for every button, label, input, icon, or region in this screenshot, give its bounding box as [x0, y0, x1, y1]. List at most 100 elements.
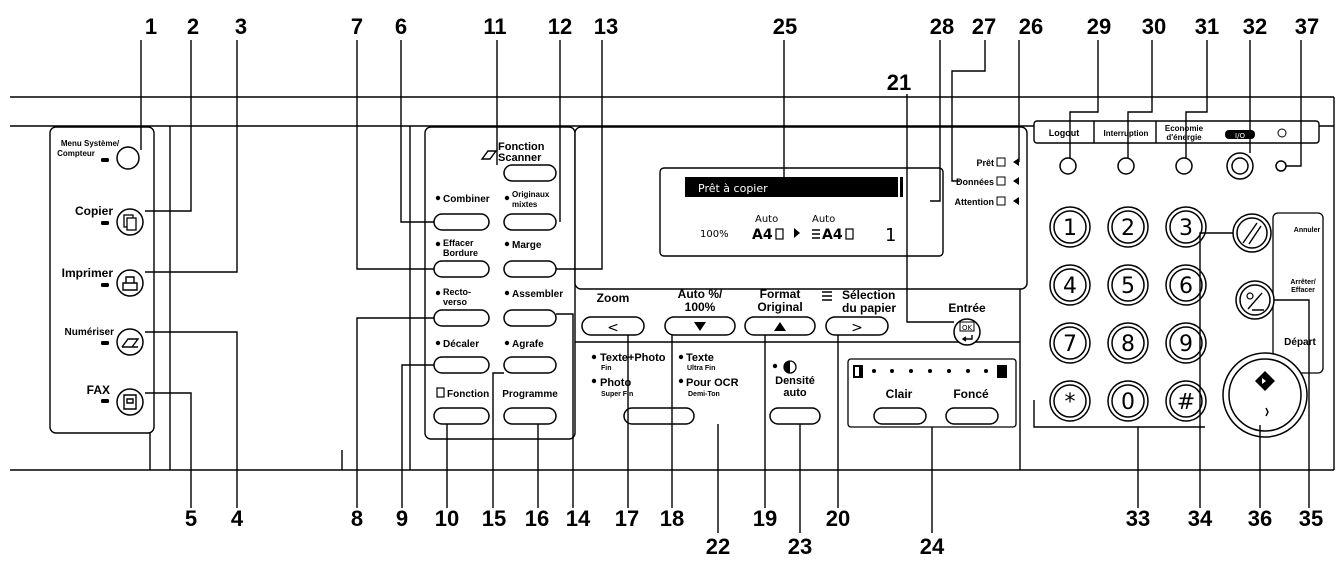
callout-29: 29 — [1087, 14, 1111, 39]
lcd-message: Prêt à copier — [698, 182, 768, 195]
recto-verso-button[interactable] — [433, 309, 490, 327]
callout-15: 15 — [482, 506, 506, 531]
effacer-label-2: Bordure — [443, 248, 478, 258]
decaler-dot — [435, 340, 441, 346]
copier-led — [101, 221, 109, 225]
keypad-one-label: 1 — [1063, 216, 1077, 241]
image-quality-button[interactable] — [623, 407, 695, 425]
super-fin-label: Super Fin — [601, 391, 633, 398]
keypad-six-ring — [1169, 268, 1203, 302]
callout-19: 19 — [753, 506, 777, 531]
keypad-star-label: * — [1065, 390, 1076, 415]
leader-6 — [400, 40, 434, 223]
leader-37 — [1286, 40, 1302, 167]
callout-9: 9 — [396, 506, 408, 531]
callout-12: 12 — [548, 14, 572, 39]
clair-label: Clair — [886, 387, 913, 401]
decaler-button[interactable] — [433, 356, 490, 374]
density-dot-2 — [890, 369, 894, 373]
agrafe-label: Agrafe — [512, 339, 544, 350]
callout-24: 24 — [920, 534, 945, 559]
keypad-two-ring — [1111, 210, 1145, 244]
leader-3 — [145, 40, 238, 273]
densite-auto-button[interactable] — [769, 407, 821, 425]
scanner-icon — [121, 338, 140, 348]
auto-label-1: Auto %/ — [678, 287, 723, 301]
paper-select-icon — [822, 291, 832, 301]
callout-6: 6 — [395, 14, 407, 39]
photo-dot — [591, 378, 597, 384]
lcd-copies: 1 — [885, 225, 896, 246]
marge-label: Marge — [512, 240, 542, 251]
imprimer-led — [101, 283, 109, 287]
fonce-button[interactable] — [945, 407, 999, 425]
arreter-label-1: Arrêter/ — [1290, 279, 1315, 286]
keypad-two-label: 2 — [1121, 216, 1135, 241]
callout-11: 11 — [483, 14, 506, 39]
marge-button[interactable] — [503, 260, 557, 278]
fonction-button[interactable] — [433, 407, 490, 425]
originaux-mixtes-button[interactable] — [503, 213, 557, 231]
auto-label-2: 100% — [685, 300, 716, 314]
callout-20: 20 — [826, 506, 850, 531]
selection-papier-button[interactable] — [825, 316, 889, 336]
callout-top-row: 1 2 3 7 6 11 12 13 25 28 27 26 29 30 31 … — [145, 14, 1319, 95]
zoom-label: Zoom — [597, 291, 630, 305]
economie-button[interactable] — [1175, 157, 1193, 175]
keypad-nine-ring — [1169, 326, 1203, 360]
attention-label: Attention — [955, 197, 995, 207]
format-label-1: Format — [760, 287, 801, 301]
entree-button[interactable] — [953, 318, 981, 346]
printer-icon — [122, 276, 138, 291]
pret-led — [1013, 158, 1019, 166]
lcd-portrait-icon — [775, 228, 784, 240]
callout-bottom-row: 5 4 8 9 10 15 16 14 17 18 22 19 23 20 24… — [185, 506, 1323, 559]
callout-37: 37 — [1295, 14, 1319, 39]
agrafe-dot — [504, 340, 510, 346]
callout-33: 33 — [1126, 506, 1150, 531]
numeriser-button[interactable] — [116, 328, 144, 356]
combiner-button[interactable] — [433, 213, 490, 231]
keypad-seven-label: 7 — [1063, 332, 1077, 357]
marge-dot — [504, 241, 510, 247]
density-dot-3 — [909, 369, 913, 373]
depart-button-ring — [1228, 358, 1302, 432]
fonction-scanner-button[interactable] — [503, 164, 557, 182]
effacer-label-1: Effacer — [443, 238, 474, 248]
callout-5: 5 — [185, 506, 197, 531]
clair-button[interactable] — [873, 407, 927, 425]
keypad-one-ring — [1053, 210, 1087, 244]
logout-label: Logout — [1049, 128, 1080, 138]
zoom-button[interactable] — [581, 316, 645, 336]
leader-9 — [401, 364, 434, 508]
leader-31 — [1185, 40, 1208, 158]
assembler-dot — [504, 290, 510, 296]
fonction-label: Fonction — [447, 389, 489, 400]
agrafe-button[interactable] — [503, 356, 557, 374]
callout-16: 16 — [525, 506, 549, 531]
density-dark-icon — [997, 365, 1007, 378]
leader-33 — [1033, 400, 1139, 508]
controls-area: Zoom < Auto %/ 100% Format Original Séle… — [575, 287, 1020, 428]
keypad-six-label: 6 — [1179, 274, 1193, 299]
annuler-button-ring — [1236, 217, 1268, 249]
assembler-button[interactable] — [503, 309, 557, 327]
interruption-label: Interruption — [1104, 129, 1149, 138]
fax-button[interactable] — [116, 388, 144, 416]
combiner-dot — [435, 195, 441, 201]
menu-system-button[interactable] — [116, 146, 140, 170]
effacer-bordure-button[interactable] — [433, 260, 490, 278]
reset-icon — [1242, 222, 1262, 245]
format-label-2: Original — [757, 300, 802, 314]
recto-dot — [435, 290, 441, 296]
leader-34 — [1199, 232, 1233, 508]
programme-button[interactable] — [503, 407, 557, 425]
fin-label: Fin — [601, 365, 612, 372]
logout-button[interactable] — [1059, 157, 1077, 175]
originaux-label-2: mixtes — [512, 200, 538, 209]
power-label-bg — [1225, 130, 1255, 139]
left-panel-frame — [49, 126, 155, 434]
interruption-button[interactable] — [1117, 157, 1135, 175]
callout-21: 21 — [887, 70, 911, 95]
